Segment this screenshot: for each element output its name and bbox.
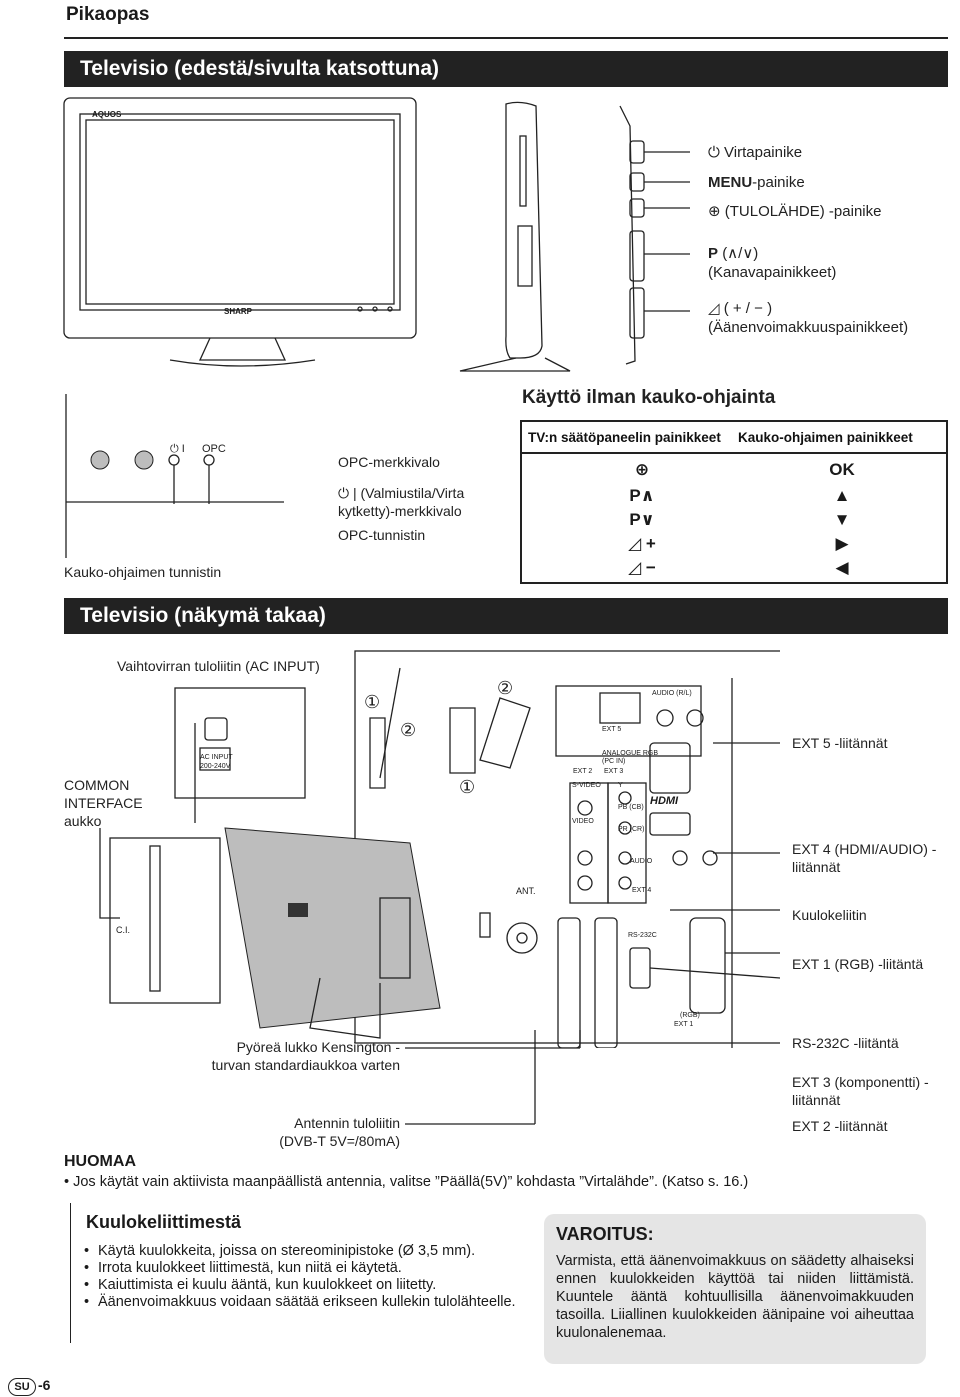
port-audio: AUDIO	[630, 858, 653, 865]
rear-leader-lines	[405, 1030, 581, 1125]
warning-box: VAROITUS: Varmista, että äänenvoimakkuus…	[544, 1214, 926, 1364]
label-ext2: EXT 2 -liitännät	[792, 1118, 888, 1134]
note-title: HUOMAA	[64, 1153, 136, 1170]
table-row: ⊕	[634, 460, 650, 479]
header-rule	[64, 37, 948, 39]
label-opc-indicator: OPC-merkkivalo	[338, 454, 440, 470]
table-row: OK	[829, 460, 855, 479]
label-volume-buttons: ◿ ( + / − ) (Äänenvoimakkuuspainikkeet)	[708, 300, 909, 336]
port-svideo: S-VIDEO	[572, 782, 601, 789]
label-rs232c: RS-232C -liitäntä	[792, 1035, 899, 1051]
volume-icon: ◿	[708, 300, 720, 317]
front-panel-zoom	[65, 394, 284, 558]
note-text: • Jos käytät vain aktiivista maanpäällis…	[64, 1174, 749, 1190]
list-item: Käytä kuulokkeita, joissa on stereominip…	[84, 1243, 524, 1260]
label-standby-indicator: ⏻ | (Valmiustila/Virta kytketty)-merkkiv…	[338, 485, 465, 519]
label-opc-sensor: OPC-tunnistin	[338, 527, 426, 543]
tv-side-illustration	[459, 101, 690, 372]
label-ext4: EXT 4 (HDMI/AUDIO) -liitännät	[792, 841, 937, 875]
table-row: P∨	[629, 510, 655, 529]
table-row: ▲	[833, 486, 851, 505]
port-ext5: EXT 5	[602, 726, 622, 733]
port-pr: PR (CR)	[618, 826, 645, 833]
opc-mark: OPC	[202, 443, 226, 455]
tv-rear-illustration	[99, 650, 780, 1048]
control-table-title: Käyttö ilman kauko-ohjainta	[522, 387, 776, 408]
step-2-mark: ②	[497, 678, 514, 698]
headphones-box	[70, 1203, 71, 1343]
port-ant: ANT.	[516, 886, 536, 896]
port-y: Y	[618, 782, 623, 789]
label-ac-input: Vaihtovirran tuloliitin (AC INPUT)	[117, 658, 320, 674]
table-row: ▶	[835, 534, 849, 553]
label-menu-button: MENU-painike	[708, 174, 805, 191]
table-row: P∧	[629, 486, 655, 505]
label-ext5: EXT 5 -liitännät	[792, 735, 888, 751]
ac-plate-2: 200-240V	[200, 763, 231, 770]
list-item: Kaiuttimista ei kuulu ääntä, kun kuulokk…	[84, 1277, 524, 1294]
table-row: ◿ +	[628, 534, 656, 553]
section-title-front: Televisio (edestä/sivulta katsottuna)	[64, 51, 948, 87]
col-tv-header: TV:n säätöpaneelin painikkeet	[528, 430, 721, 445]
brand-sharp: SHARP	[224, 307, 253, 316]
col-remote-header: Kauko-ohjaimen painikkeet	[738, 430, 913, 445]
port-ext3: EXT 3	[604, 768, 624, 775]
table-row: ◿ −	[628, 558, 656, 577]
port-video: VIDEO	[572, 818, 594, 825]
port-ext2: EXT 2	[573, 768, 593, 775]
port-hdmi: HDMI	[650, 795, 679, 807]
port-rgb: (RGB)	[680, 1012, 700, 1019]
list-item: Äänenvoimakkuus voidaan säätää erikseen …	[84, 1294, 524, 1311]
ac-plate-1: AC INPUT	[200, 754, 233, 761]
step-1-mark: ①	[364, 692, 381, 712]
port-audio-rl: AUDIO (R/L)	[652, 690, 692, 697]
label-kensington: Pyöreä lukko Kensington -turvan standard…	[211, 1039, 400, 1073]
label-input-button: ⊕ (TULOLÄHDE) -painike	[708, 203, 882, 220]
label-channel-buttons: P (∧/∨) (Kanavapainikkeet)	[708, 245, 837, 281]
headphones-list: Käytä kuulokkeita, joissa on stereominip…	[84, 1243, 524, 1311]
ci-mark: C.I.	[116, 925, 131, 935]
section-title-front-text: Televisio (edestä/sivulta katsottuna)	[80, 57, 440, 80]
power-icon: ⏻	[708, 144, 720, 161]
power-mark: ⏻ I	[170, 443, 185, 455]
step-2b-mark: ②	[400, 720, 417, 740]
port-ext1: EXT 1	[674, 1021, 694, 1028]
section-title-back: Televisio (näkymä takaa)	[64, 598, 948, 634]
input-icon: ⊕	[708, 203, 721, 220]
headphones-title: Kuulokeliittimestä	[86, 1212, 242, 1232]
label-power-button: ⏻ Virtapainike	[708, 144, 803, 161]
port-analogue-rgb: ANALOGUE RGB(PC IN)	[602, 750, 659, 765]
label-remote-sensor: Kauko-ohjaimen tunnistin	[64, 564, 222, 580]
page-header: Pikaopas	[66, 4, 150, 25]
table-row: ▼	[833, 510, 851, 529]
label-antenna: Antennin tuloliitin(DVB-T 5V=/80mA)	[279, 1115, 400, 1149]
step-1b-mark: ①	[459, 777, 476, 797]
table-divider	[522, 452, 946, 454]
port-ext4: EXT 4	[632, 887, 652, 894]
list-item: Irrota kuulokkeet liittimestä, kun niitä…	[84, 1260, 524, 1277]
footer-page: -6	[38, 1377, 51, 1393]
warning-title: VAROITUS:	[556, 1224, 654, 1244]
warning-text: Varmista, että äänenvoimakkuus on säädet…	[556, 1253, 914, 1341]
port-pb: PB (CB)	[618, 804, 644, 811]
section-title-back-text: Televisio (näkymä takaa)	[80, 604, 326, 627]
label-ext1: EXT 1 (RGB) -liitäntä	[792, 956, 924, 972]
tv-front-illustration	[63, 97, 417, 367]
port-rs232c: RS-232C	[628, 932, 657, 939]
control-table: TV:n säätöpaneelin painikkeet Kauko-ohja…	[520, 420, 948, 584]
table-row: ◀	[835, 558, 849, 577]
label-ext3: EXT 3 (komponentti) -liitännät	[792, 1074, 929, 1108]
footer-lang: SU	[8, 1378, 36, 1396]
label-common-interface: COMMON INTERFACE aukko	[64, 777, 143, 829]
label-headphone: Kuulokeliitin	[792, 907, 867, 923]
brand-aquos: AQUOS	[92, 110, 122, 119]
